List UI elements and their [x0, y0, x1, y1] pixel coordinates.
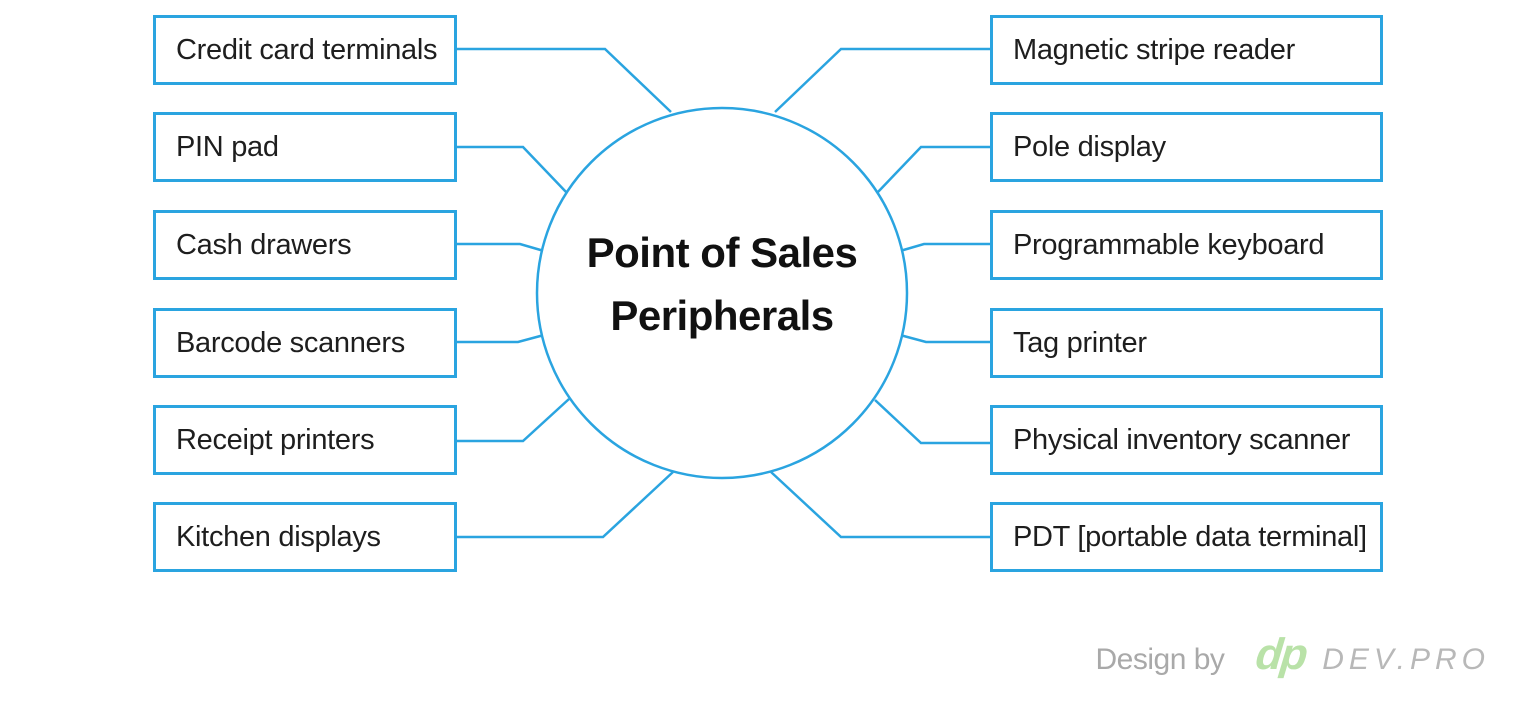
node-credit-card-terminals: Credit card terminals — [153, 15, 457, 85]
devpro-wordmark: DEV.PRO — [1322, 643, 1490, 676]
connector-kitchen-displays — [457, 471, 674, 539]
node-label: Magnetic stripe reader — [1013, 33, 1295, 66]
connector-pin-pad — [457, 145, 568, 194]
node-label: Kitchen displays — [176, 520, 381, 553]
node-label: PIN pad — [176, 130, 279, 163]
node-pole-display: Pole display — [990, 112, 1383, 182]
connector-tag-printer — [899, 333, 990, 344]
center-topic-line1: Point of Sales — [586, 229, 858, 276]
node-kitchen-displays: Kitchen displays — [153, 502, 457, 572]
connector-receipt-printers — [457, 398, 570, 443]
node-physical-inventory-scanner: Physical inventory scanner — [990, 405, 1383, 475]
node-pdt: PDT [portable data terminal] — [990, 502, 1383, 572]
connector-pole-display — [876, 145, 990, 194]
node-magnetic-stripe-reader: Magnetic stripe reader — [990, 15, 1383, 85]
node-label: Cash drawers — [176, 228, 352, 261]
node-receipt-printers: Receipt printers — [153, 405, 457, 475]
node-label: Credit card terminals — [176, 33, 438, 66]
connector-magnetic-stripe-reader — [774, 47, 990, 113]
connector-pdt — [770, 471, 990, 539]
central-circle — [535, 106, 909, 480]
connector-credit-card-terminals — [457, 47, 672, 113]
connector-programmable-keyboard — [899, 242, 990, 253]
node-tag-printer: Tag printer — [990, 308, 1383, 378]
node-label: Tag printer — [1013, 326, 1147, 359]
node-label: PDT [portable data terminal] — [1013, 520, 1367, 553]
center-topic-line2: Peripherals — [610, 292, 834, 339]
node-programmable-keyboard: Programmable keyboard — [990, 210, 1383, 280]
devpro-monogram-logo: dp — [1253, 630, 1309, 679]
connector-barcode-scanners — [457, 333, 545, 344]
node-cash-drawers: Cash drawers — [153, 210, 457, 280]
center-topic: Point of Sales Peripherals — [522, 221, 922, 347]
node-label: Physical inventory scanner — [1013, 423, 1351, 456]
node-label: Programmable keyboard — [1013, 228, 1325, 261]
node-label: Pole display — [1013, 130, 1166, 163]
node-pin-pad: PIN pad — [153, 112, 457, 182]
node-label: Receipt printers — [176, 423, 375, 456]
node-barcode-scanners: Barcode scanners — [153, 308, 457, 378]
node-label: Barcode scanners — [176, 326, 405, 359]
design-by-text: Design by — [1095, 643, 1225, 676]
connector-cash-drawers — [457, 242, 545, 253]
connector-physical-inventory-scanner — [874, 399, 990, 445]
footer-credit: Design by dp DEV.PRO — [1096, 630, 1490, 680]
